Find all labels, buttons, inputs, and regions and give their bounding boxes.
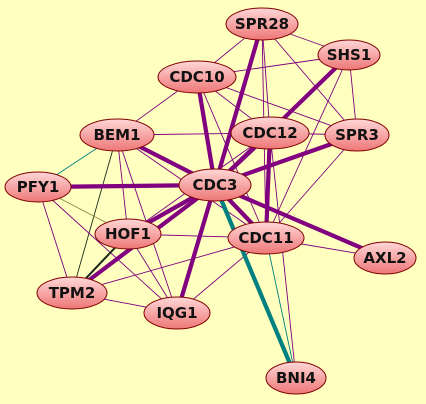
edge-spr3-cdc11 [265, 134, 358, 239]
edge-cdc12-cdc11 [263, 130, 273, 241]
node-label: CDC11 [238, 229, 293, 247]
edge-shs1-cdc11 [265, 54, 350, 239]
node-shape [36, 276, 108, 310]
node-label: PFY1 [17, 178, 60, 196]
node-hof1[interactable]: HOF1 [94, 218, 162, 250]
node-axl2[interactable]: AXL2 [353, 241, 417, 275]
node-label: SPR3 [335, 126, 379, 144]
node-cdc12[interactable]: CDC12 [230, 116, 310, 150]
edge-cdc11-bni4 [265, 237, 297, 379]
edge-cdc12-bni4 [269, 132, 297, 379]
node-spr3[interactable]: SPR3 [324, 118, 390, 152]
edge-cdc3-iqg1 [174, 182, 218, 316]
node-label: SHS1 [327, 46, 372, 64]
node-bem1[interactable]: BEM1 [79, 118, 155, 152]
node-label: TPM2 [49, 284, 96, 302]
edge-cdc3-bni4 [212, 182, 299, 381]
node-cdc3[interactable]: CDC3 [178, 168, 252, 202]
node-shape [94, 218, 162, 250]
node-shape [143, 296, 211, 330]
node-label: CDC10 [169, 68, 224, 86]
node-label: SPR28 [235, 15, 289, 33]
edge-spr28-cdc3 [212, 21, 265, 188]
node-shape [324, 118, 390, 152]
node-shape [317, 39, 381, 71]
edge-pfy1-tpm2 [37, 186, 73, 294]
node-shape [79, 118, 155, 152]
node-label: AXL2 [363, 249, 406, 267]
node-label: CDC3 [193, 176, 238, 194]
node-label: IQG1 [156, 304, 197, 322]
node-shape [178, 168, 252, 202]
node-pfy1[interactable]: PFY1 [4, 171, 72, 203]
edge-cdc10-cdc3 [194, 74, 218, 188]
node-label: CDC12 [242, 124, 297, 142]
node-shape [227, 221, 305, 255]
node-cdc11[interactable]: CDC11 [227, 221, 305, 255]
node-label: HOF1 [105, 225, 151, 243]
edge-spr28-spr3 [261, 23, 358, 136]
node-bni4[interactable]: BNI4 [265, 361, 327, 395]
edge-spr28-cdc12 [261, 23, 271, 134]
edge-pfy1-iqg1 [37, 186, 178, 314]
edge-cdc11-tpm2 [71, 237, 267, 294]
node-shs1[interactable]: SHS1 [317, 39, 381, 71]
node-tpm2[interactable]: TPM2 [36, 276, 108, 310]
node-shape [225, 7, 299, 41]
node-shape [230, 116, 310, 150]
node-cdc10[interactable]: CDC10 [157, 60, 237, 94]
edge-bem1-tpm2 [71, 134, 118, 294]
node-label: BNI4 [276, 369, 316, 387]
node-spr28[interactable]: SPR28 [225, 7, 299, 41]
node-shape [4, 171, 72, 203]
node-shape [353, 241, 417, 275]
edge-cdc10-cdc11 [196, 76, 267, 239]
node-shape [265, 361, 327, 395]
node-shape [157, 60, 237, 94]
node-label: BEM1 [93, 126, 140, 144]
node-iqg1[interactable]: IQG1 [143, 296, 211, 330]
edge-cdc3-axl2 [212, 182, 388, 261]
